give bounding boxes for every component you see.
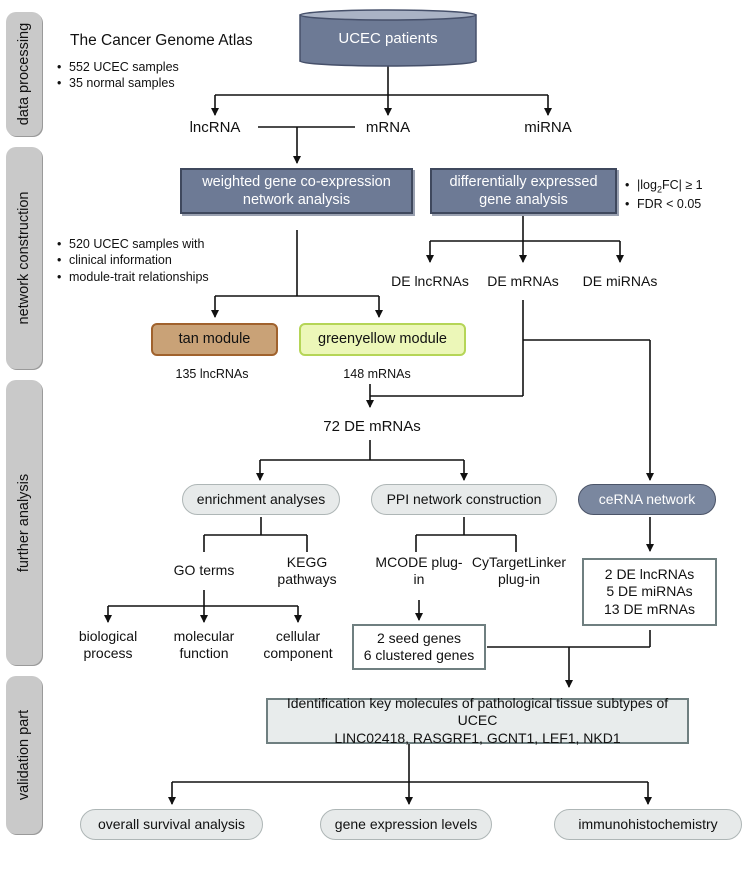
overall-survival-pill: overall survival analysis — [80, 809, 263, 840]
section-tab-data-processing: data processing — [6, 12, 42, 136]
tan-count: 135 lncRNAs — [175, 367, 249, 381]
greenyellow-count: 148 mRNAs — [343, 367, 411, 381]
criteria-fc: |log2FC| ≥ 1 — [625, 177, 703, 196]
cerna-network-pill: ceRNA network — [578, 484, 716, 515]
cerna-mirnas: 5 DE miRNAs — [606, 583, 693, 600]
de-mrnas-label: DE mRNAs — [487, 273, 559, 289]
de-criteria: |log2FC| ≥ 1 FDR < 0.05 — [625, 177, 703, 213]
bullet-item: 520 UCEC samples with — [57, 236, 209, 253]
immunohistochemistry-pill: immunohistochemistry — [554, 809, 742, 840]
molecular-function-label: molecular function — [173, 627, 235, 662]
de-72-mrnas-label: 72 DE mRNAs — [323, 418, 421, 435]
section-tab-validation-part: validation part — [6, 676, 42, 834]
section-label: further analysis — [16, 473, 32, 572]
ucec-patients-cylinder — [299, 9, 477, 67]
tan-module-box: tan module — [151, 323, 278, 356]
bullet-item: 35 normal samples — [57, 75, 179, 92]
seed-genes: 2 seed genes — [376, 629, 462, 646]
key-molecules-title: Identification key molecules of patholog… — [286, 694, 669, 729]
mrna-label: mRNA — [365, 119, 411, 136]
ppi-network-pill: PPI network construction — [371, 484, 557, 515]
tcga-bullets: 552 UCEC samples 35 normal samples — [57, 59, 179, 92]
section-label: data processing — [16, 22, 32, 126]
key-molecules-genes: LINC02418, RASGRF1, GCNT1, LEF1, NKD1 — [334, 729, 621, 746]
key-molecules-box: Identification key molecules of patholog… — [266, 694, 689, 746]
bullet-continuation: clinical information — [57, 252, 209, 269]
seed-genes-box: 2 seed genes 6 clustered genes — [352, 624, 486, 670]
de-mirnas-label: DE miRNAs — [582, 273, 658, 289]
section-tab-further-analysis: further analysis — [6, 380, 42, 665]
cerna-members-box: 2 DE lncRNAs 5 DE miRNAs 13 DE mRNAs — [582, 558, 717, 626]
greenyellow-module-box: greenyellow module — [299, 323, 466, 356]
section-label: network construction — [16, 191, 32, 325]
mirna-label: miRNA — [524, 119, 572, 136]
wgcna-bullets: 520 UCEC samples with clinical informati… — [57, 236, 209, 285]
biological-process-label: biological process — [78, 627, 138, 662]
cytargetlinker-label: CyTargetLinker plug-in — [471, 553, 567, 588]
clustered-genes: 6 clustered genes — [363, 647, 475, 663]
de-lncrnas-label: DE lncRNAs — [391, 273, 469, 289]
tcga-title: The Cancer Genome Atlas — [70, 32, 253, 49]
mcode-label: MCODE plug-in — [375, 553, 463, 588]
cellular-component-label: cellular component — [263, 627, 333, 662]
section-label: validation part — [16, 709, 32, 801]
enrichment-analyses-pill: enrichment analyses — [182, 484, 340, 515]
lncrna-label: lncRNA — [189, 119, 241, 136]
kegg-pathways-label: KEGG pathways — [277, 553, 337, 588]
bullet-item: module-trait relationships — [57, 269, 209, 286]
dega-box: differentially expressed gene analysis — [430, 168, 617, 214]
cerna-mrnas: 13 DE mRNAs — [603, 600, 696, 617]
ucec-patients-label: UCEC patients — [338, 30, 438, 47]
bullet-item: 552 UCEC samples — [57, 59, 179, 76]
criteria-fdr: FDR < 0.05 — [625, 196, 703, 213]
cerna-lncrnas: 2 DE lncRNAs — [604, 565, 695, 582]
section-tab-network-construction: network construction — [6, 147, 42, 369]
wgcna-box: weighted gene co-expression network anal… — [180, 168, 413, 214]
go-terms-label: GO terms — [173, 562, 235, 579]
gene-expression-pill: gene expression levels — [320, 809, 492, 840]
